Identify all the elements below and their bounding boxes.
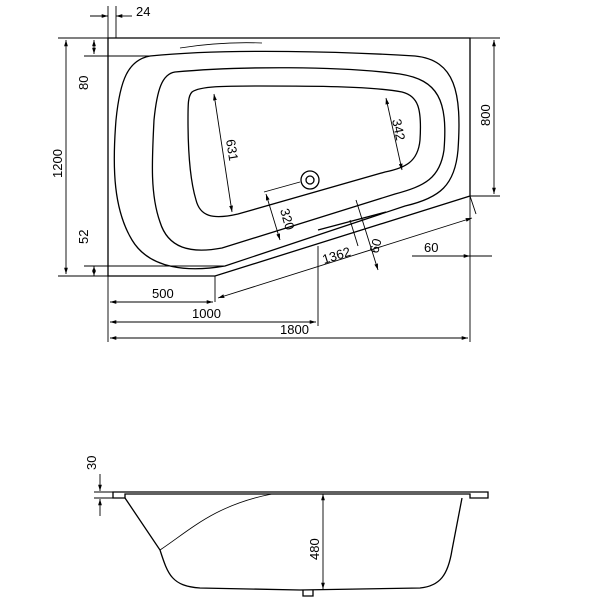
dim-1200: 1200 bbox=[50, 37, 108, 277]
dim-342: 342 bbox=[385, 97, 408, 171]
dim-52-label: 52 bbox=[76, 230, 91, 244]
dim-60-right-label: 60 bbox=[424, 240, 438, 255]
tub-outer-rim bbox=[107, 37, 471, 277]
dim-631: 631 bbox=[213, 93, 241, 213]
side-drain bbox=[302, 590, 314, 597]
top-view: 24 1200 80 52 800 bbox=[50, 4, 500, 342]
tub-inner-contour bbox=[151, 67, 446, 251]
side-view: 30 480 bbox=[84, 456, 489, 597]
dim-320-label: 320 bbox=[277, 207, 297, 232]
dim-80-label: 80 bbox=[76, 76, 91, 90]
dim-52: 52 bbox=[76, 230, 225, 276]
tub-outer-contour bbox=[113, 50, 460, 270]
dim-1800-label: 1800 bbox=[280, 322, 309, 337]
dim-1800: 1800 bbox=[110, 262, 471, 342]
side-backrest-curve bbox=[159, 493, 273, 551]
side-rim bbox=[112, 491, 489, 499]
dim-24: 24 bbox=[90, 4, 150, 38]
dim-60-right: 60 bbox=[412, 196, 492, 262]
dim-320: 320 bbox=[263, 181, 301, 241]
drain-outer bbox=[300, 170, 320, 190]
dim-500: 500 bbox=[107, 276, 213, 342]
dim-480-label: 480 bbox=[307, 538, 322, 560]
dim-800-label: 800 bbox=[478, 104, 493, 126]
dim-800: 800 bbox=[470, 37, 500, 197]
dim-342-label: 342 bbox=[389, 118, 408, 142]
drain-inner bbox=[305, 175, 315, 185]
dim-631-label: 631 bbox=[223, 138, 241, 162]
dim-80: 80 bbox=[76, 40, 150, 90]
tub-floor bbox=[187, 85, 422, 218]
dim-60-diagonal: 60 bbox=[349, 199, 385, 271]
dim-24-label: 24 bbox=[136, 4, 150, 19]
dim-1000: 1000 bbox=[110, 246, 319, 326]
dim-480: 480 bbox=[307, 494, 325, 589]
dim-30: 30 bbox=[84, 456, 113, 516]
dim-1362-label: 1362 bbox=[320, 244, 352, 267]
rim-highlight bbox=[179, 42, 263, 49]
dim-60-diagonal-label: 60 bbox=[366, 237, 384, 255]
dim-1000-label: 1000 bbox=[192, 306, 221, 321]
dim-500-label: 500 bbox=[152, 286, 174, 301]
side-body bbox=[124, 497, 463, 591]
dim-30-label: 30 bbox=[84, 456, 99, 470]
dim-1200-label: 1200 bbox=[50, 149, 65, 178]
